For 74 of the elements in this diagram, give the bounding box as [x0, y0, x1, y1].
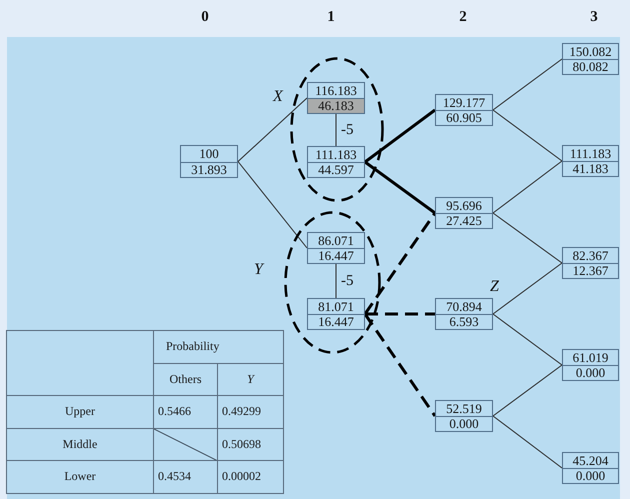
lower-value: 27.425 — [436, 213, 492, 228]
branch-line — [492, 262, 562, 314]
lattice-node — [307, 298, 365, 330]
lower-value: 12.367 — [563, 263, 618, 278]
step-number: 2 — [459, 9, 467, 26]
lattice-node — [562, 43, 619, 75]
upper-value: 116.183 — [314, 83, 358, 98]
upper-value: 82.367 — [572, 248, 610, 263]
upper-value: 150.082 — [568, 44, 613, 59]
column-header: Y — [218, 363, 284, 396]
lower-value: 0.000 — [563, 365, 618, 380]
branch-line — [238, 98, 308, 162]
lower-value: 6.593 — [436, 314, 492, 329]
lower-value: 16.447 — [308, 314, 364, 329]
upper-value: 45.204 — [572, 453, 610, 468]
lattice-node — [562, 452, 619, 484]
upper-value: 86.071 — [317, 233, 355, 248]
dashed-branch-line — [365, 312, 435, 316]
upper-value: 52.519 — [445, 401, 483, 416]
probability-value: 0.50698 — [218, 428, 284, 460]
lattice-node — [435, 400, 493, 432]
upper-value: 129.177 — [442, 95, 486, 110]
thick-branch-line — [364, 108, 436, 164]
column-header: Others — [154, 363, 218, 396]
step-number: 0 — [201, 9, 209, 26]
upper-value: 111.183 — [314, 147, 358, 162]
branch-line — [492, 364, 562, 416]
branch-line — [492, 110, 562, 162]
lower-value: 0.000 — [436, 416, 492, 431]
lattice-node — [562, 247, 619, 279]
row-header: Upper — [6, 396, 154, 428]
lattice-node — [435, 94, 493, 126]
row-header: Lower — [6, 460, 154, 493]
lower-value: 60.905 — [436, 110, 492, 125]
lattice-node — [307, 232, 365, 264]
lattice-node — [307, 82, 365, 114]
branch-line — [492, 58, 562, 110]
node-label: Z — [490, 278, 499, 296]
lower-value: 46.183 — [308, 98, 364, 113]
branch-line — [492, 212, 562, 264]
lattice-node — [307, 146, 365, 178]
upper-value: 95.696 — [445, 198, 483, 213]
upper-value: 111.183 — [568, 146, 612, 161]
lower-value: 44.597 — [308, 162, 364, 177]
dashed-branch-line — [364, 212, 436, 315]
probability-value: 0.4534 — [154, 460, 218, 493]
branch-line — [492, 314, 562, 366]
lower-value: 16.447 — [308, 248, 364, 263]
lattice-node — [435, 197, 493, 229]
probability-value: 0.49299 — [218, 396, 284, 428]
step-number: 3 — [590, 9, 598, 26]
thick-branch-line — [364, 160, 436, 214]
lattice-node — [562, 349, 619, 381]
column-header: Probability — [154, 330, 284, 363]
probability-value: 0.5466 — [154, 396, 218, 428]
lower-value: 41.183 — [563, 161, 618, 176]
probability-value: 0.00002 — [218, 460, 284, 493]
step-number: 1 — [327, 9, 335, 26]
group-label: Y — [254, 261, 263, 279]
lattice-node — [180, 145, 238, 178]
dashed-branch-line — [364, 313, 436, 417]
upper-value: 70.894 — [445, 299, 483, 314]
lower-value: 80.082 — [563, 59, 618, 74]
branch-line — [492, 160, 562, 214]
upper-value: 100 — [198, 146, 220, 162]
row-header: Middle — [6, 428, 154, 460]
upper-value: 61.019 — [572, 350, 610, 365]
lower-value: 0.000 — [563, 468, 618, 483]
branch-line — [492, 416, 562, 468]
upper-value: 81.071 — [317, 299, 355, 314]
lattice-node — [562, 145, 619, 177]
lower-value: 31.893 — [181, 162, 237, 177]
lattice-node — [435, 298, 493, 330]
group-label: X — [273, 88, 283, 106]
